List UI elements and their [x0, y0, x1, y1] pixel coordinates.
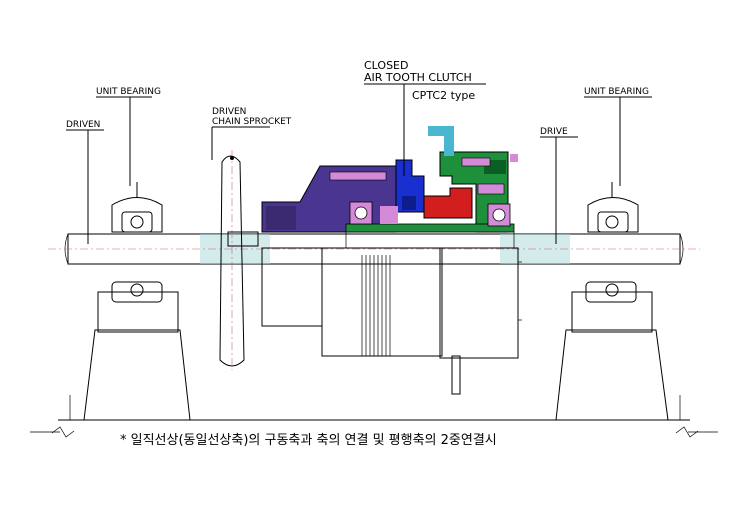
model-label: CPTC2 type — [412, 89, 475, 102]
clutch-hub-drum — [261, 247, 522, 395]
driven-chain-sprocket — [219, 150, 259, 370]
left-unit-bearing — [83, 182, 191, 421]
leader-lines — [66, 83, 652, 244]
driven-sprocket-label-line1: DRIVEN — [212, 107, 246, 117]
clutch-bearings — [349, 201, 511, 227]
drive-label: DRIVE — [540, 127, 568, 137]
clutch-label-line1: CLOSED — [364, 59, 408, 72]
right-unit-bearing — [555, 182, 669, 421]
hub-ribs — [361, 255, 391, 356]
driven-label: DRIVEN — [66, 120, 100, 130]
caption-text: * 일직선상(동일선상축)의 구동축과 축의 연결 및 평행축의 2중연결시 — [120, 432, 497, 448]
unit-bearing-left-label: UNIT BEARING — [96, 87, 161, 97]
base-line — [30, 395, 718, 438]
air-fitting-icon — [428, 126, 454, 156]
clutch-label-line2: AIR TOOTH CLUTCH — [364, 71, 472, 84]
unit-bearing-right-label: UNIT BEARING — [584, 87, 649, 97]
clutch-bolts — [329, 154, 518, 195]
driven-sprocket-label-line2: CHAIN SPROCKET — [212, 117, 292, 127]
air-tooth-clutch — [261, 126, 518, 248]
